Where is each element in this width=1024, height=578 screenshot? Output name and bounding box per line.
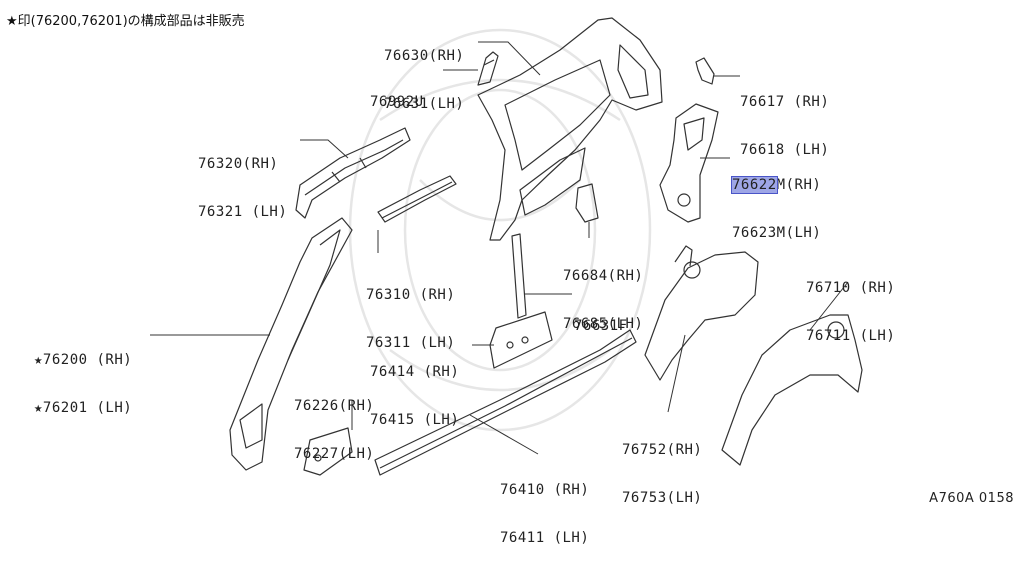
part-76630-quarter-inner-upper[interactable] [477,17,663,241]
callout-76992[interactable]: 76992U [370,62,424,142]
callout-line: 76321 (LH) [198,204,288,220]
callout-line: 76411 (LH) [500,530,590,546]
callout-line: 76631(LH) [384,96,465,112]
parts-diagram: ★印(76200,76201)の構成部品は非販売 76630(RH) 76631… [6,14,1014,546]
callout-76684[interactable]: 76684(RH) 76685(LH) [563,236,643,364]
callout-line: 76410 (RH) [500,482,590,498]
callout-76622[interactable]: 76622M(RH) 76623M(LH) [731,145,822,273]
callout-line: ★76200 (RH) [34,352,133,368]
callout-line: 76311 (LH) [366,335,456,351]
part-76410-sill[interactable] [374,329,637,476]
diagram-code: A760A 0158 [929,491,1014,506]
callout-line: 76414 (RH) [370,364,460,380]
callout-76752[interactable]: 76752(RH) 76753(LH) [622,410,702,538]
callout-line: ★76201 (LH) [34,400,133,416]
part-76684-bracket[interactable] [575,183,599,223]
part-76622-rear-pillar[interactable] [659,103,719,223]
header-note: ★印(76200,76201)の構成部品は非販売 [6,14,245,29]
callout-line: 76227(LH) [294,446,375,462]
part-76617-clip[interactable] [695,57,715,85]
callout-line: 76623M(LH) [732,225,822,241]
callout-line: 76320(RH) [198,156,279,172]
callout-suffix: M(RH) [776,177,822,193]
highlighted-part-number[interactable]: 76622 [731,176,778,194]
callout-line: 76710 (RH) [806,280,896,296]
callout-line: 76617 (RH) [740,94,830,110]
callout-line: 76310 (RH) [366,287,456,303]
leader-lines [150,41,849,455]
callout-line: 76992U [370,94,424,110]
part-76992-bracket[interactable] [477,51,499,86]
part-76200-body-side-outer[interactable] [229,217,353,471]
part-76414-bracket[interactable] [489,311,553,369]
callout-76631F[interactable]: 76631F [574,286,628,366]
part-76752-wheelhouse-inner[interactable] [644,245,759,381]
callout-76630[interactable]: 76630(RH) 76631(LH) [384,16,464,144]
diagram-artwork [150,17,863,476]
callout-76414[interactable]: 76414 (RH) 76415 (LH) [370,332,459,460]
callout-line: 76630(RH) [384,48,465,64]
watermark-emblem [348,28,652,432]
callout-line: 76753(LH) [622,490,703,506]
callout-line: 76631F [574,318,628,334]
callout-line: 76618 (LH) [740,142,830,158]
callout-line: 76711 (LH) [806,328,896,344]
callout-76226[interactable]: 76226(RH) 76227(LH) [294,366,374,494]
callout-line: 76622M(RH) [731,176,822,194]
part-76310-rail[interactable] [377,175,457,223]
callout-line: 76685(LH) [563,316,644,332]
callout-line: 76752(RH) [622,442,703,458]
part-76631F-reinforcement[interactable] [511,233,527,319]
callout-76200[interactable]: ★76200 (RH) ★76201 (LH) [34,320,132,448]
part-76710-wheelhouse-outer[interactable] [721,314,863,466]
callout-line: 76226(RH) [294,398,375,414]
callout-76320[interactable]: 76320(RH) 76321 (LH) [198,124,287,252]
callout-line: 76684(RH) [563,268,644,284]
part-76226-bracket[interactable] [303,427,353,476]
callout-76710[interactable]: 76710 (RH) 76711 (LH) [806,248,895,376]
callout-line: 76415 (LH) [370,412,460,428]
callout-76410[interactable]: 76410 (RH) 76411 (LH) [500,450,589,578]
part-76320-roof-rail[interactable] [295,127,411,219]
callout-76310[interactable]: 76310 (RH) 76311 (LH) [366,255,455,383]
callout-76617[interactable]: 76617 (RH) 76618 (LH) [740,62,829,190]
